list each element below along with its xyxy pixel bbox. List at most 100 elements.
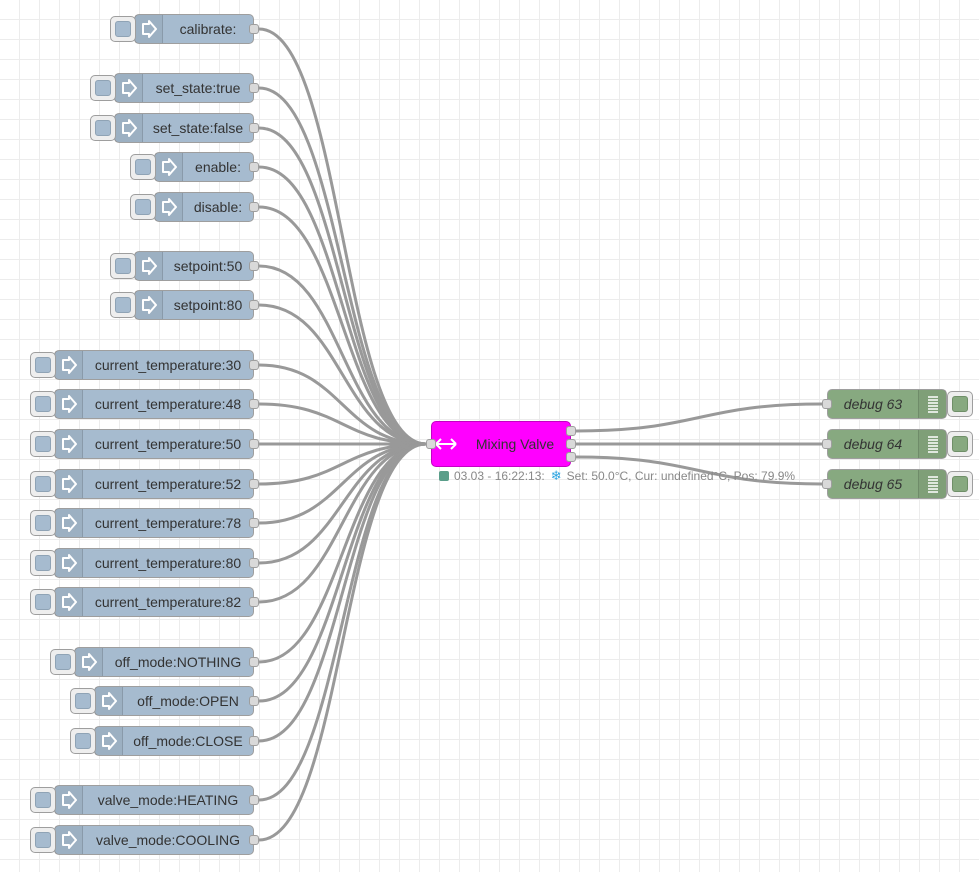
inject-trigger-button[interactable] (30, 391, 56, 417)
inject-trigger-button[interactable] (30, 431, 56, 457)
inject-node[interactable]: current_temperature:30 (54, 350, 254, 380)
inject-icon (155, 193, 183, 221)
output-port[interactable] (249, 439, 259, 449)
output-port[interactable] (249, 123, 259, 133)
inject-node[interactable]: set_state:false (114, 113, 254, 143)
wire[interactable] (258, 86, 427, 446)
inject-node[interactable]: valve_mode:COOLING (54, 825, 254, 855)
output-port[interactable] (249, 479, 259, 489)
inject-label: setpoint:80 (173, 297, 243, 313)
wire[interactable] (575, 402, 823, 433)
inject-trigger-button[interactable] (90, 75, 116, 101)
inject-trigger-button[interactable] (30, 827, 56, 853)
inject-node[interactable]: disable: (154, 192, 254, 222)
wire[interactable] (258, 264, 427, 446)
wire[interactable] (258, 442, 427, 604)
wire[interactable] (258, 402, 427, 446)
inject-trigger-button[interactable] (110, 292, 136, 318)
input-port[interactable] (822, 399, 832, 409)
inject-label: valve_mode:COOLING (96, 832, 240, 848)
inject-trigger-button[interactable] (90, 115, 116, 141)
output-port[interactable] (249, 83, 259, 93)
wire[interactable] (258, 442, 427, 486)
inject-icon (135, 252, 163, 280)
output-port[interactable] (249, 597, 259, 607)
output-port[interactable] (249, 360, 259, 370)
inject-node[interactable]: setpoint:50 (134, 251, 254, 281)
inject-node[interactable]: set_state:true (114, 73, 254, 103)
output-port[interactable] (249, 300, 259, 310)
debug-node[interactable]: debug 65 (827, 469, 947, 499)
inject-trigger-button[interactable] (30, 787, 56, 813)
input-port[interactable] (822, 479, 832, 489)
wire[interactable] (258, 442, 427, 802)
inject-node[interactable]: current_temperature:50 (54, 429, 254, 459)
inject-trigger-button[interactable] (30, 550, 56, 576)
output-port-3[interactable] (566, 452, 576, 462)
output-port[interactable] (249, 558, 259, 568)
inject-trigger-button[interactable] (30, 510, 56, 536)
inject-node[interactable]: enable: (154, 152, 254, 182)
inject-trigger-button[interactable] (110, 16, 136, 42)
output-port[interactable] (249, 399, 259, 409)
wire[interactable] (258, 303, 427, 446)
output-port-2[interactable] (566, 439, 576, 449)
wire[interactable] (258, 363, 427, 446)
debug-label: debug 65 (843, 476, 903, 492)
wire[interactable] (258, 205, 427, 446)
inject-trigger-button[interactable] (50, 649, 76, 675)
output-port-1[interactable] (566, 426, 576, 436)
debug-node[interactable]: debug 63 (827, 389, 947, 419)
inject-trigger-button[interactable] (30, 589, 56, 615)
mixing-valve-node[interactable]: Mixing Valve (431, 421, 571, 467)
inject-label: off_mode:NOTHING (114, 654, 242, 670)
debug-toggle-button[interactable] (947, 431, 973, 457)
inject-node[interactable]: off_mode:CLOSE (94, 726, 254, 756)
output-port[interactable] (249, 518, 259, 528)
debug-toggle-button[interactable] (947, 471, 973, 497)
inject-trigger-button[interactable] (130, 194, 156, 220)
output-port[interactable] (249, 835, 259, 845)
output-port[interactable] (249, 24, 259, 34)
inject-node[interactable]: calibrate: (134, 14, 254, 44)
wire[interactable] (258, 442, 427, 565)
inject-node[interactable]: current_temperature:80 (54, 548, 254, 578)
inject-icon (135, 15, 163, 43)
inject-trigger-button[interactable] (130, 154, 156, 180)
input-port[interactable] (426, 439, 436, 449)
inject-trigger-button[interactable] (110, 253, 136, 279)
debug-toggle-button[interactable] (947, 391, 973, 417)
input-port[interactable] (822, 439, 832, 449)
output-port[interactable] (249, 696, 259, 706)
inject-trigger-button[interactable] (30, 352, 56, 378)
output-port[interactable] (249, 261, 259, 271)
inject-node[interactable]: setpoint:80 (134, 290, 254, 320)
debug-node[interactable]: debug 64 (827, 429, 947, 459)
wire[interactable] (258, 442, 427, 842)
wire[interactable] (575, 455, 823, 486)
inject-node[interactable]: valve_mode:HEATING (54, 785, 254, 815)
inject-node[interactable]: current_temperature:78 (54, 508, 254, 538)
inject-node[interactable]: off_mode:OPEN (94, 686, 254, 716)
inject-node[interactable]: current_temperature:82 (54, 587, 254, 617)
output-port[interactable] (249, 202, 259, 212)
inject-icon (55, 430, 83, 458)
output-port[interactable] (249, 795, 259, 805)
inject-icon (115, 114, 143, 142)
output-port[interactable] (249, 736, 259, 746)
inject-trigger-button[interactable] (70, 688, 96, 714)
wire[interactable] (258, 442, 427, 743)
inject-label: off_mode:CLOSE (133, 733, 243, 749)
inject-node[interactable]: off_mode:NOTHING (74, 647, 254, 677)
wire[interactable] (258, 442, 427, 525)
output-port[interactable] (249, 162, 259, 172)
inject-node[interactable]: current_temperature:52 (54, 469, 254, 499)
inject-trigger-button[interactable] (70, 728, 96, 754)
status-dot (439, 471, 449, 481)
inject-trigger-button[interactable] (30, 471, 56, 497)
output-port[interactable] (249, 657, 259, 667)
wire[interactable] (258, 442, 427, 664)
debug-list-icon (918, 390, 946, 418)
wire[interactable] (258, 27, 427, 446)
inject-node[interactable]: current_temperature:48 (54, 389, 254, 419)
